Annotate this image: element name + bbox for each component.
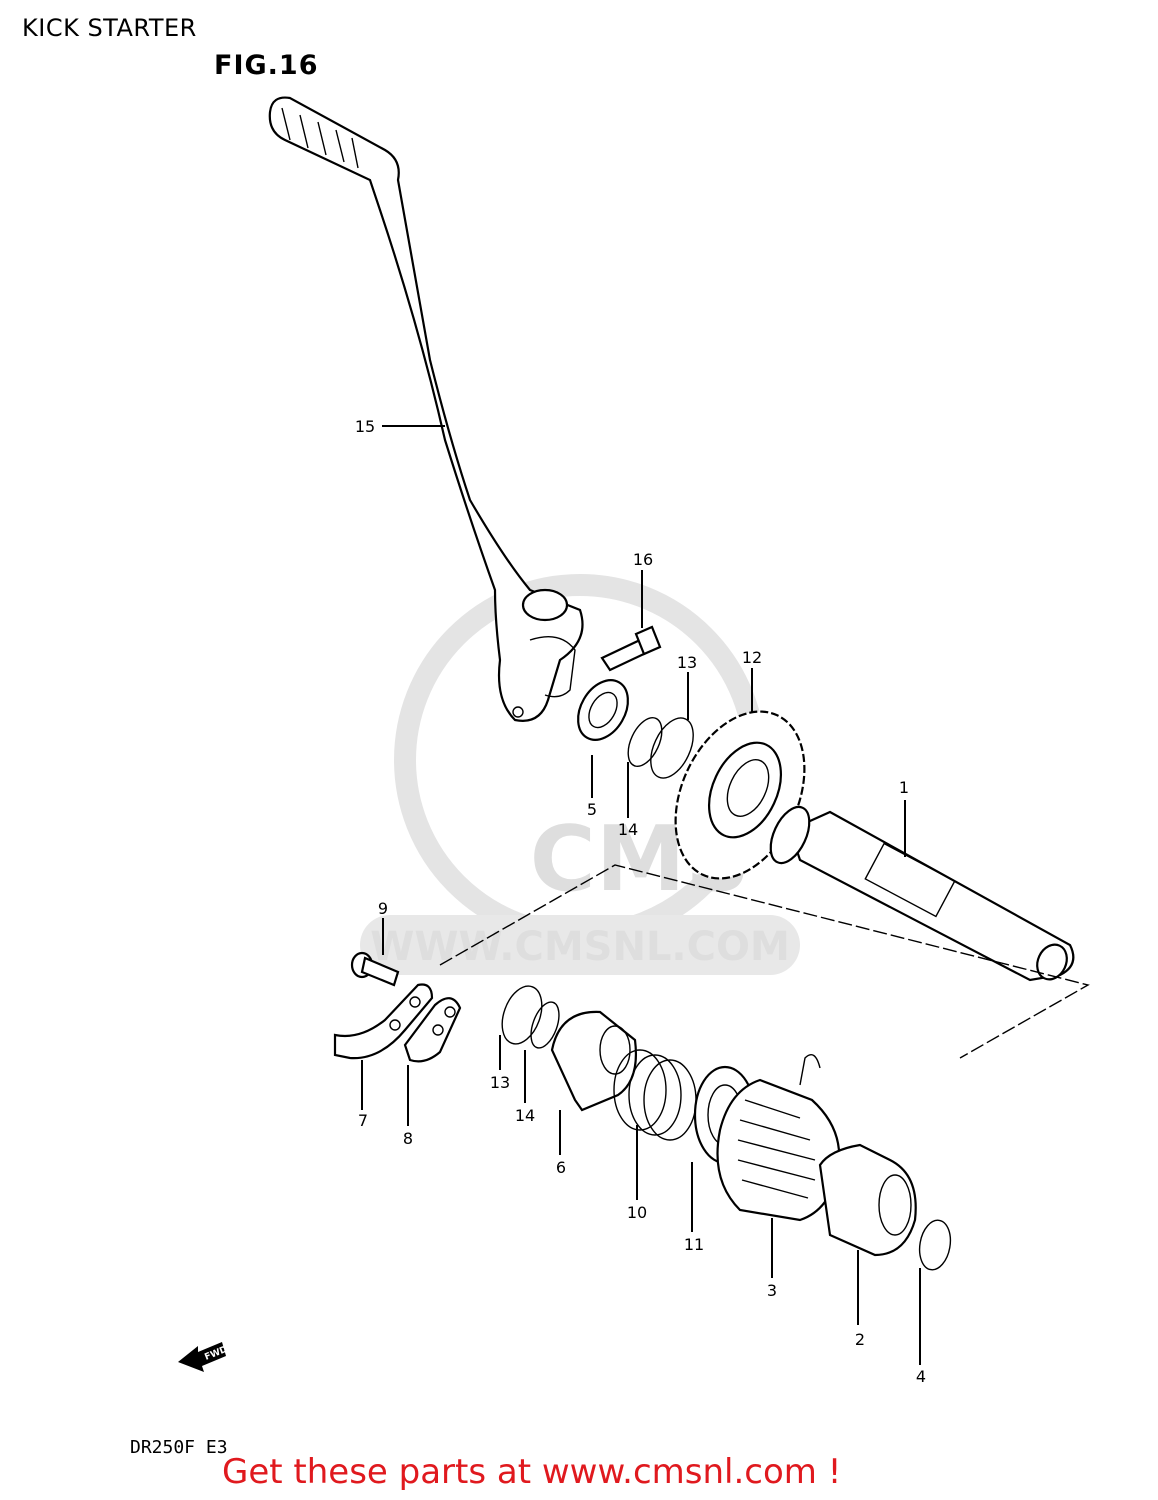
callout-16: 16 — [633, 550, 653, 569]
washer-part-13b — [501, 985, 543, 1045]
callout-12: 12 — [742, 648, 762, 667]
return-spring-part — [716, 1054, 841, 1222]
bolt-part-16 — [600, 625, 662, 672]
callout-11: 11 — [684, 1235, 704, 1254]
callout-13a: 13 — [677, 653, 697, 672]
oil-seal-part — [577, 679, 629, 741]
figure-number: FIG.16 — [214, 50, 319, 81]
circlip-part-14b — [530, 1001, 560, 1049]
callout-7: 7 — [358, 1111, 368, 1130]
callout-3: 3 — [767, 1281, 777, 1300]
page-title: KICK STARTER — [22, 14, 197, 42]
shaft-part — [769, 805, 1075, 982]
callout-15: 15 — [355, 417, 375, 436]
callout-8: 8 — [403, 1129, 413, 1148]
callout-labels: 1 2 3 4 5 6 7 8 9 10 11 12 13 13 14 14 1… — [355, 417, 926, 1386]
washer-part-13a — [650, 717, 694, 779]
spring-part-10 — [613, 1049, 697, 1141]
guide-plate-part-7 — [333, 983, 434, 1060]
callout-9: 9 — [378, 899, 388, 918]
callout-10: 10 — [627, 1203, 647, 1222]
watermark-url: WWW.CMSNL.COM — [370, 924, 790, 970]
circlip-part-14a — [627, 717, 663, 767]
fwd-arrow-icon: FWD — [178, 1342, 229, 1372]
callout-2: 2 — [855, 1330, 865, 1349]
spring-guide-part — [818, 1143, 917, 1257]
callout-1: 1 — [899, 778, 909, 797]
callout-14b: 14 — [515, 1106, 535, 1125]
callout-14a: 14 — [618, 820, 638, 839]
guide-plate-part-8 — [403, 997, 462, 1063]
bolt-part-9 — [350, 951, 400, 987]
watermark: WWW.CMSNL.COM CMS — [360, 574, 800, 975]
callout-5: 5 — [587, 800, 597, 819]
parts-banner-link[interactable]: Get these parts at www.cmsnl.com ! — [222, 1452, 842, 1492]
ratchet-part — [550, 1010, 637, 1112]
kick-lever-part — [268, 96, 584, 722]
callout-4: 4 — [916, 1367, 926, 1386]
leader-lines — [361, 425, 921, 1365]
callout-6: 6 — [556, 1158, 566, 1177]
callout-13b: 13 — [490, 1073, 510, 1092]
model-code: DR250F E3 — [130, 1437, 228, 1458]
circlip-part-4 — [918, 1219, 952, 1271]
